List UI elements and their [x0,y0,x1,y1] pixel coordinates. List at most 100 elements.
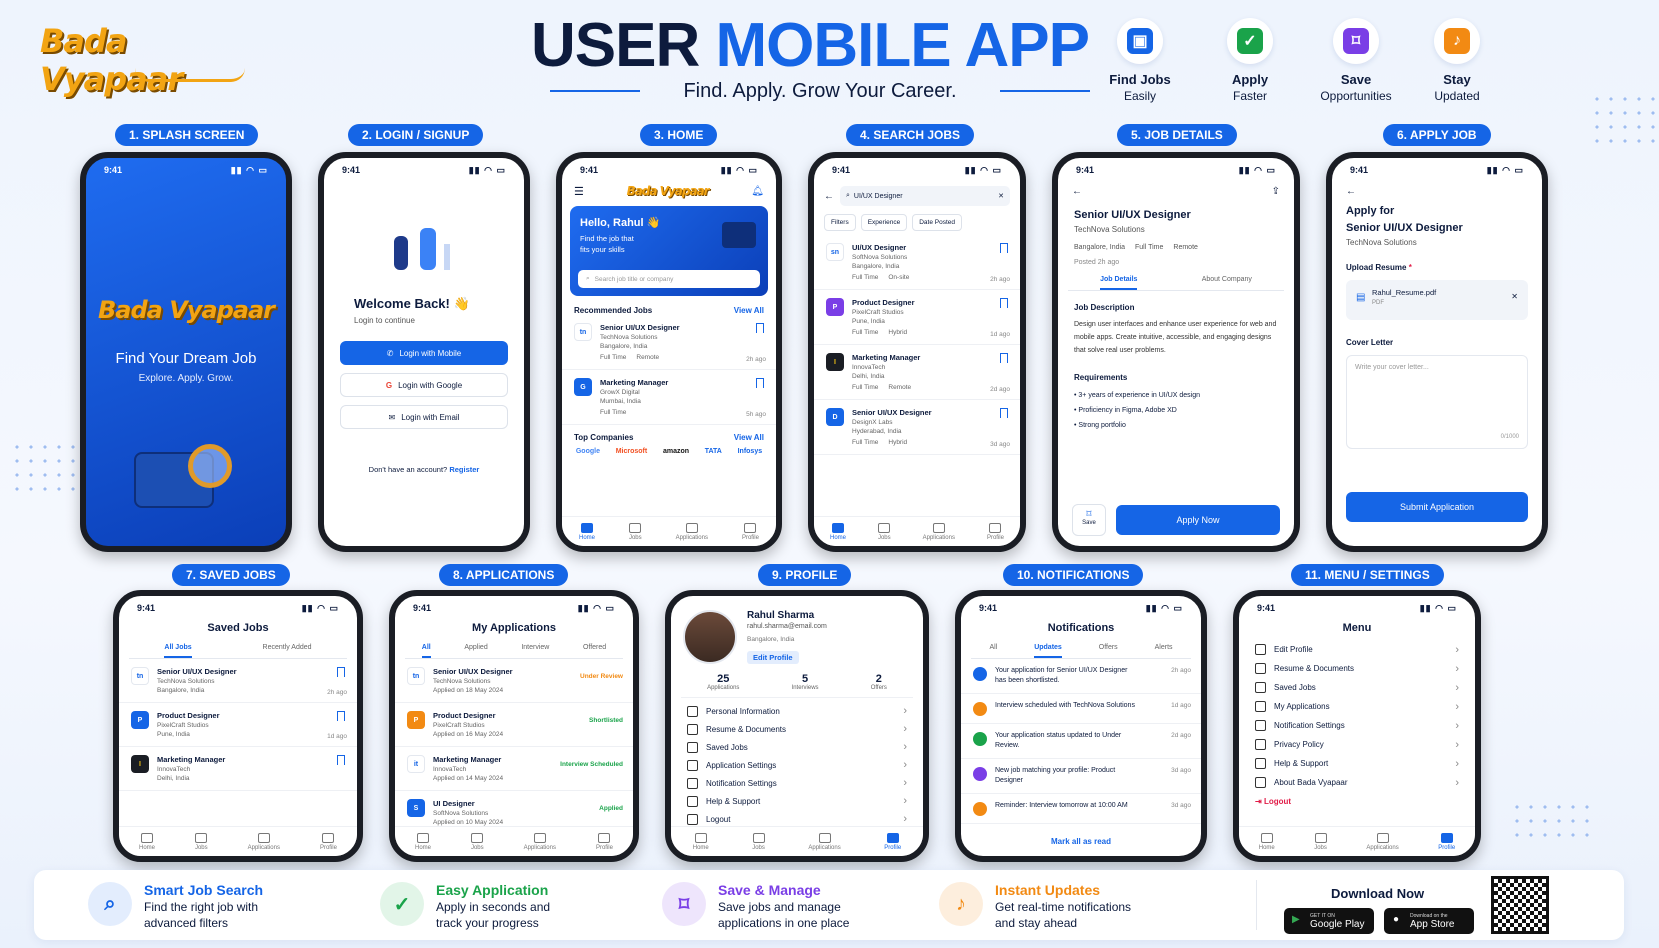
nav-profile[interactable]: Profile [596,833,613,851]
profile-menu-item[interactable]: Personal Information [671,702,923,720]
notification-item[interactable]: Interview scheduled with TechNova Soluti… [961,694,1201,724]
bookmark-icon[interactable] [1000,353,1008,363]
notification-item[interactable]: Your application status updated to Under… [961,724,1201,759]
cover-letter-textarea[interactable]: Write your cover letter...0/1000 [1346,355,1528,449]
nav-profile[interactable]: Profile [987,523,1004,541]
home-search-input[interactable]: ⌕Search job title or company [578,270,760,288]
bookmark-icon[interactable] [756,378,764,388]
view-all-link[interactable]: View All [733,433,764,442]
company-logo[interactable]: amazon [662,448,690,455]
profile-menu-item[interactable]: Saved Jobs [671,738,923,756]
save-job-button[interactable]: ⌑Save [1072,504,1106,536]
bookmark-icon[interactable] [1000,298,1008,308]
profile-menu-item[interactable]: Resume & Documents [671,720,923,738]
nav-applications[interactable]: Applications [1366,833,1398,851]
login-email-button[interactable]: ✉Login with Email [340,405,508,429]
tab-item[interactable]: All [421,644,431,658]
menu-item[interactable]: About Bada Vyapaar [1239,773,1475,792]
nav-applications[interactable]: Applications [808,833,840,851]
notification-bell-icon[interactable]: 🔔︎ [751,185,764,197]
view-all-link[interactable]: View All [733,306,764,315]
mark-all-read-link[interactable]: Mark all as read [1050,837,1112,846]
filters-chip[interactable]: Filters [824,214,856,231]
back-arrow-icon[interactable]: ← [1072,186,1082,197]
submit-application-button[interactable]: Submit Application [1346,492,1528,522]
nav-home[interactable]: Home [693,833,709,851]
nav-jobs[interactable]: Jobs [878,523,891,541]
notification-item[interactable]: New job matching your profile: Product D… [961,759,1201,794]
menu-item[interactable]: Help & Support [1239,754,1475,773]
remove-file-icon[interactable]: ✕ [1511,292,1518,301]
nav-profile[interactable]: Profile [320,833,337,851]
back-arrow-icon[interactable]: ← [1346,186,1356,197]
register-link[interactable]: Register [449,465,480,474]
notification-item[interactable]: Reminder: Interview tomorrow at 10:00 AM… [961,794,1201,824]
nav-home[interactable]: Home [579,523,595,541]
bookmark-icon[interactable] [337,755,345,765]
tab-item[interactable]: Alerts [1154,644,1173,651]
nav-jobs[interactable]: Jobs [752,833,765,851]
nav-profile[interactable]: Profile [742,523,759,541]
nav-jobs[interactable]: Jobs [629,523,642,541]
tab-about-company[interactable]: About Company [1201,276,1252,283]
nav-profile[interactable]: Profile [1438,833,1455,851]
resume-file-card[interactable]: ▤ Rahul_Resume.pdf PDF ✕ [1346,280,1528,320]
edit-profile-button[interactable]: Edit Profile [747,651,799,664]
search-input[interactable]: ⌕UI/UX Designer✕ [840,186,1010,206]
nav-jobs[interactable]: Jobs [1314,833,1327,851]
date-posted-chip[interactable]: Date Posted [912,214,963,231]
profile-menu-item[interactable]: Logout [671,810,923,828]
company-logo[interactable]: TATA [704,448,722,455]
tab-item[interactable]: Updates [1034,644,1062,658]
nav-jobs[interactable]: Jobs [195,833,208,851]
menu-item[interactable]: Saved Jobs [1239,678,1475,697]
profile-menu-item[interactable]: Application Settings [671,756,923,774]
nav-applications[interactable]: Applications [676,523,708,541]
bookmark-icon[interactable] [337,667,345,677]
logout-button[interactable]: ⇥ Logout [1239,792,1475,811]
nav-home[interactable]: Home [1259,833,1275,851]
clear-icon[interactable]: ✕ [998,193,1004,200]
tab-item[interactable]: Applied [464,644,488,651]
tab-item[interactable]: Offers [1098,644,1118,651]
back-arrow-icon[interactable]: ← [824,190,834,202]
menu-item[interactable]: Resume & Documents [1239,659,1475,678]
nav-home[interactable]: Home [415,833,431,851]
nav-home[interactable]: Home [830,523,846,541]
tab-all-jobs[interactable]: All Jobs [164,644,192,658]
menu-item[interactable]: Privacy Policy [1239,735,1475,754]
menu-item[interactable]: Notification Settings [1239,716,1475,735]
share-icon[interactable]: ⇪ [1271,186,1280,197]
tab-item[interactable]: All [989,644,998,651]
bookmark-icon[interactable] [1000,243,1008,253]
nav-jobs[interactable]: Jobs [471,833,484,851]
company-logo[interactable]: Google [575,448,600,455]
profile-menu-item[interactable]: Notification Settings [671,774,923,792]
tab-recently-added[interactable]: Recently Added [262,644,312,651]
profile-menu-item[interactable]: Help & Support [671,792,923,810]
nav-home[interactable]: Home [139,833,155,851]
company-logo[interactable]: Infosys [737,448,763,455]
nav-profile[interactable]: Profile [884,833,901,851]
company-logo[interactable]: Microsoft [615,448,648,455]
bookmark-icon[interactable] [1000,408,1008,418]
menu-item[interactable]: Edit Profile [1239,640,1475,659]
apply-now-button[interactable]: Apply Now [1116,505,1280,535]
bookmark-icon[interactable] [337,711,345,721]
hamburger-icon[interactable]: ☰ [574,185,584,198]
nav-applications[interactable]: Applications [923,523,955,541]
